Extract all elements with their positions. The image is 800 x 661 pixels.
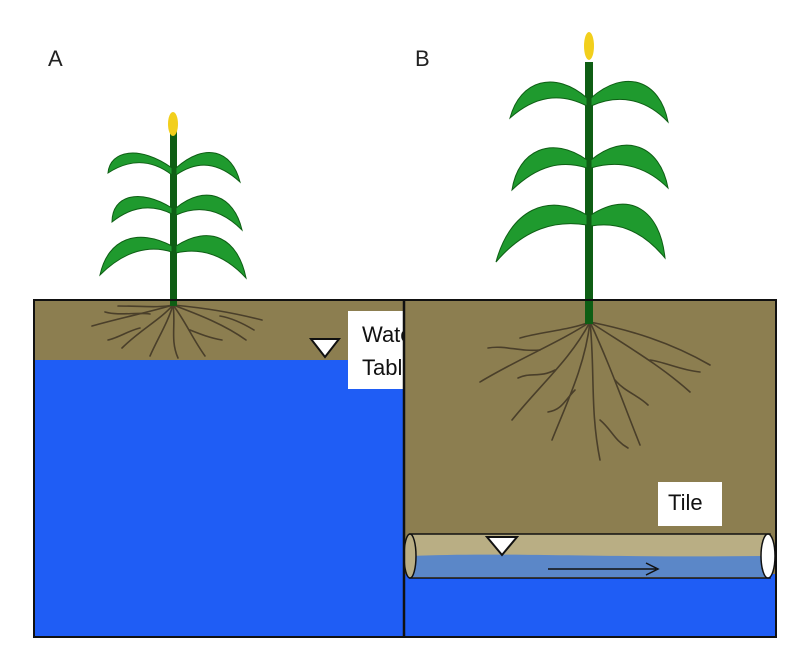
panel-b-water [404, 574, 776, 637]
plant-b-roots [479, 321, 711, 461]
plant-a [91, 112, 263, 359]
panel-a-water [34, 360, 404, 637]
tile-water [412, 554, 768, 577]
tile-pipe-right-end [760, 533, 776, 579]
panel-b-soil [404, 300, 776, 574]
plant-a-tassel [168, 112, 178, 136]
panel-a-soil [34, 300, 404, 360]
panel-b: B [403, 32, 776, 637]
tile-label: Tile [668, 490, 703, 515]
panel-a: A [34, 46, 444, 637]
water-table-marker-icon [308, 338, 342, 359]
tile-callout: Tile [658, 482, 722, 526]
tile-pipe-left-end [403, 533, 417, 579]
tile-water-level-marker-icon [484, 536, 520, 557]
plant-b-stem [585, 62, 593, 324]
drainage-tile [403, 533, 776, 579]
plant-a-stem [170, 128, 177, 306]
plant-b [479, 32, 711, 461]
panel-b-label: B [415, 46, 430, 71]
plant-a-leaves [99, 152, 247, 280]
plant-b-tassel [584, 32, 594, 60]
panel-a-label: A [48, 46, 63, 71]
tile-label-box [658, 482, 722, 526]
plant-a-roots [91, 304, 263, 359]
flow-arrow-icon [645, 562, 660, 576]
plant-b-leaves [495, 81, 669, 263]
